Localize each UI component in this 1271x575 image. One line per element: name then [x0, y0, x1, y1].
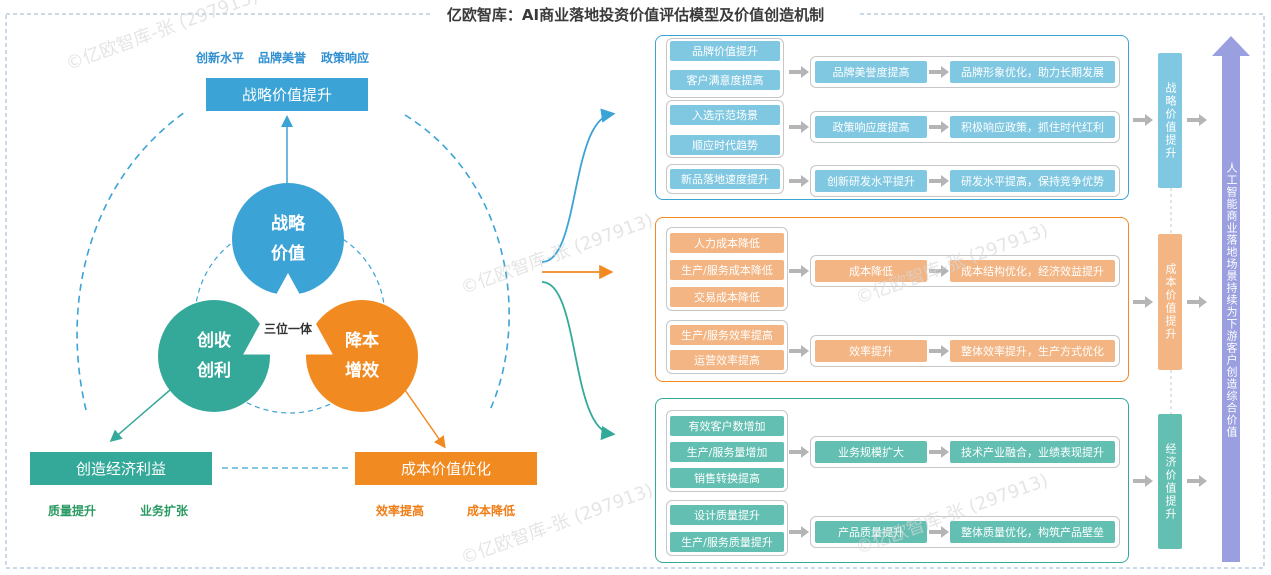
item-production-cost: 生产/服务成本降低 — [670, 260, 784, 280]
mid-innovation-rd: 创新研发水平提升 — [815, 170, 927, 192]
result-rd-advantage: 研发水平提高，保持竞争优势 — [950, 170, 1115, 192]
item-transaction-cost: 交易成本降低 — [670, 287, 784, 307]
mid-efficiency-gain: 效率提升 — [815, 340, 927, 362]
bar-cost: 成本价值提升 — [1158, 234, 1182, 370]
gray-arrow — [929, 175, 949, 187]
keyword-policy: 政策响应 — [321, 51, 370, 65]
keyword-innovation: 创新水平 — [196, 51, 245, 65]
item-labor-cost: 人力成本降低 — [670, 233, 784, 253]
curve-to-economic — [541, 281, 616, 441]
center-triangle — [243, 272, 333, 355]
gray-arrow — [929, 446, 949, 458]
item-design-quality: 设计质量提升 — [670, 505, 784, 525]
result-policy-dividend: 积极响应政策，抓住时代红利 — [950, 116, 1115, 138]
gray-arrow — [1187, 475, 1207, 487]
keyword-cost-reduce: 成本降低 — [467, 504, 516, 518]
gray-arrow — [789, 345, 809, 357]
gray-arrow — [789, 446, 809, 458]
gray-arrow — [789, 66, 809, 78]
mid-cost-reduction: 成本降低 — [815, 260, 927, 282]
item-brand-value: 品牌价值提升 — [670, 41, 780, 61]
gray-arrow — [789, 121, 809, 133]
gray-arrow — [1133, 475, 1153, 487]
result-brand-image: 品牌形象优化，助力长期发展 — [950, 61, 1115, 83]
mid-business-scale: 业务规模扩大 — [815, 441, 927, 463]
keyword-quality: 质量提升 — [48, 504, 97, 518]
curve-to-strategic — [541, 108, 616, 263]
gray-arrow — [1133, 114, 1153, 126]
circle-revenue: 创收创利 — [158, 300, 270, 412]
page-title: 亿欧智库：AI商业落地投资价值评估模型及价值创造机制 — [446, 6, 825, 24]
item-customers: 有效客户数增加 — [670, 416, 784, 436]
circle-cost: 降本增效 — [306, 300, 418, 412]
item-trend: 顺应时代趋势 — [670, 135, 780, 155]
gray-arrow — [929, 121, 949, 133]
gray-arrow — [789, 175, 809, 187]
item-demo-scene: 入选示范场景 — [670, 105, 780, 125]
keyword-efficiency: 效率提高 — [376, 504, 425, 518]
right-arc — [404, 114, 510, 411]
item-new-product-speed: 新品落地速度提升 — [670, 169, 780, 189]
bar-economic: 经济价值提升 — [1158, 414, 1182, 549]
gray-arrow — [789, 265, 809, 277]
mid-product-quality: 产品质量提升 — [815, 521, 927, 543]
panel-strategic — [655, 35, 1129, 200]
final-arrow — [1212, 36, 1250, 562]
result-efficiency: 整体效率提升，生产方式优化 — [950, 340, 1115, 362]
economic-benefit-box: 创造经济利益 — [30, 452, 212, 485]
item-customer-satisfaction: 客户满意度提高 — [670, 70, 780, 90]
bar-strategic: 战略价值提升 — [1158, 53, 1182, 188]
result-quality-barrier: 整体质量优化，构筑产品壁垒 — [950, 521, 1115, 543]
gray-arrow — [929, 265, 949, 277]
left-arc — [76, 111, 186, 411]
keyword-brand: 品牌美誉 — [258, 51, 307, 65]
gray-arrow — [1133, 296, 1153, 308]
panel-cost — [655, 217, 1129, 382]
item-sales-conversion: 销售转换提高 — [670, 468, 784, 488]
result-cost-structure: 成本结构优化，经济效益提升 — [950, 260, 1115, 282]
item-production-quality: 生产/服务质量提升 — [670, 532, 784, 552]
gray-arrow — [1187, 114, 1207, 126]
outer-frame — [5, 13, 1265, 569]
strategic-value-box: 战略价值提升 — [206, 78, 368, 111]
gray-arrow — [929, 526, 949, 538]
gray-arrow — [929, 66, 949, 78]
center-label: 三位一体 — [263, 322, 312, 336]
gray-arrow — [789, 526, 809, 538]
final-label: 人工智能商业落地场景持续为下游客户创造综合价值 — [1225, 162, 1238, 438]
item-operation-efficiency: 运营效率提高 — [670, 350, 784, 370]
keyword-business: 业务扩张 — [140, 504, 189, 518]
arrow-to-cost — [404, 389, 446, 449]
panel-economic — [655, 398, 1129, 563]
item-production-volume: 生产/服务量增加 — [670, 442, 784, 462]
mid-policy-response: 政策响应度提高 — [815, 116, 927, 138]
result-industry-fusion: 技术产业融合，业绩表现提升 — [950, 441, 1115, 463]
item-production-efficiency: 生产/服务效率提高 — [670, 325, 784, 345]
gray-arrow — [929, 345, 949, 357]
arrow-to-economic — [109, 389, 171, 442]
mid-brand-reputation: 品牌美誉度提高 — [815, 61, 927, 83]
gray-arrow — [1187, 296, 1207, 308]
cost-optimization-box: 成本价值优化 — [355, 452, 537, 485]
